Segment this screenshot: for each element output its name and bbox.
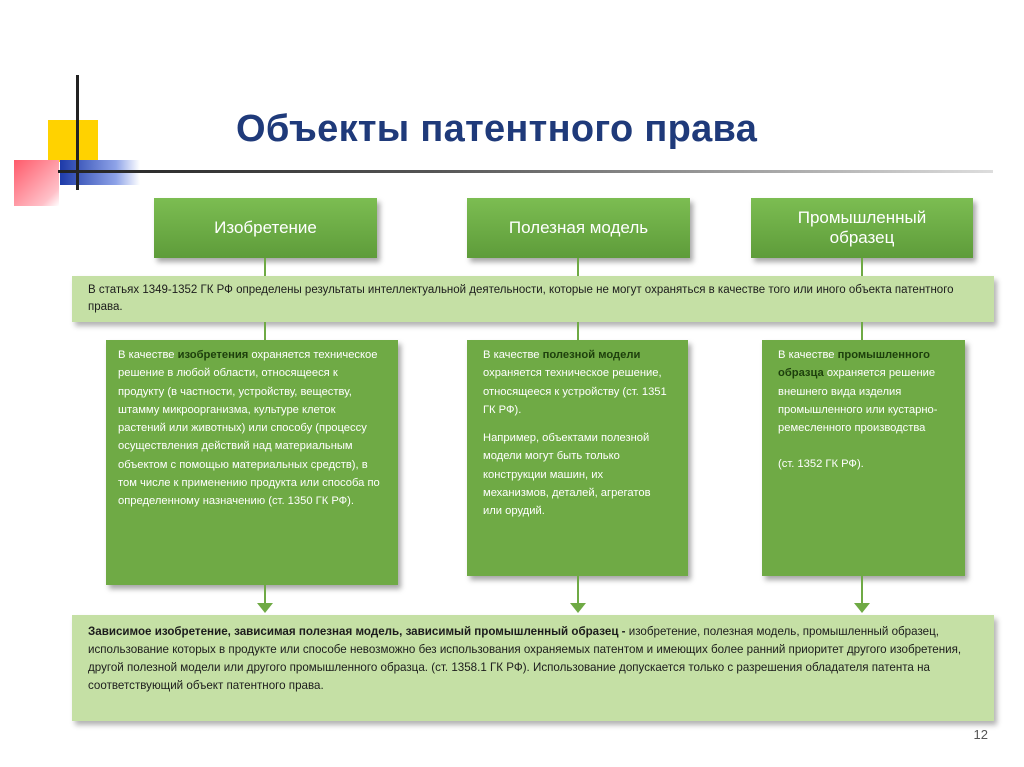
card-utility-model-example: Например, объектами полезной модели могу… (483, 429, 672, 520)
bottom-band-term: Зависимое изобретение, зависимая полезна… (88, 625, 626, 638)
arrow-down-icon (854, 603, 870, 613)
card-invention-text: В качестве изобретения охраняется технич… (118, 346, 386, 511)
connector-line (861, 258, 863, 276)
bottom-info-band: Зависимое изобретение, зависимая полезна… (72, 615, 994, 721)
card-utility-model: В качестве полезной модели охраняется те… (467, 340, 688, 576)
arrow-line (861, 576, 863, 605)
header-industrial-design: Промышленный образец (751, 198, 973, 258)
arrow-down-icon (257, 603, 273, 613)
page-title: Объекты патентного права (236, 108, 757, 151)
connector-line (264, 322, 266, 340)
card-invention-term: изобретения (178, 349, 249, 361)
top-band-text: В статьях 1349-1352 ГК РФ определены рез… (88, 284, 954, 313)
header-industrial-design-label: Промышленный образец (777, 208, 947, 248)
card-utility-model-text: В качестве полезной модели охраняется те… (483, 346, 672, 419)
connector-line (577, 258, 579, 276)
page-number: 12 (974, 727, 988, 742)
header-utility-model: Полезная модель (467, 198, 690, 258)
arrow-down-icon (570, 603, 586, 613)
decor-yellow-square (48, 120, 98, 162)
arrow-line (577, 576, 579, 605)
card-invention: В качестве изобретения охраняется технич… (106, 340, 398, 585)
connector-line (861, 322, 863, 340)
connector-line (577, 322, 579, 340)
card-industrial-design: В качестве промышленного образца охраняе… (762, 340, 965, 576)
decor-horizontal-line (58, 170, 993, 173)
arrow-line (264, 585, 266, 605)
header-invention: Изобретение (154, 198, 377, 258)
card-industrial-design-text: В качестве промышленного образца охраняе… (778, 346, 949, 437)
decor-red-square (14, 160, 59, 206)
top-info-band: В статьях 1349-1352 ГК РФ определены рез… (72, 276, 994, 322)
card-utility-model-term: полезной модели (543, 349, 641, 361)
card-industrial-design-ref: (ст. 1352 ГК РФ). (778, 455, 949, 473)
connector-line (264, 258, 266, 276)
